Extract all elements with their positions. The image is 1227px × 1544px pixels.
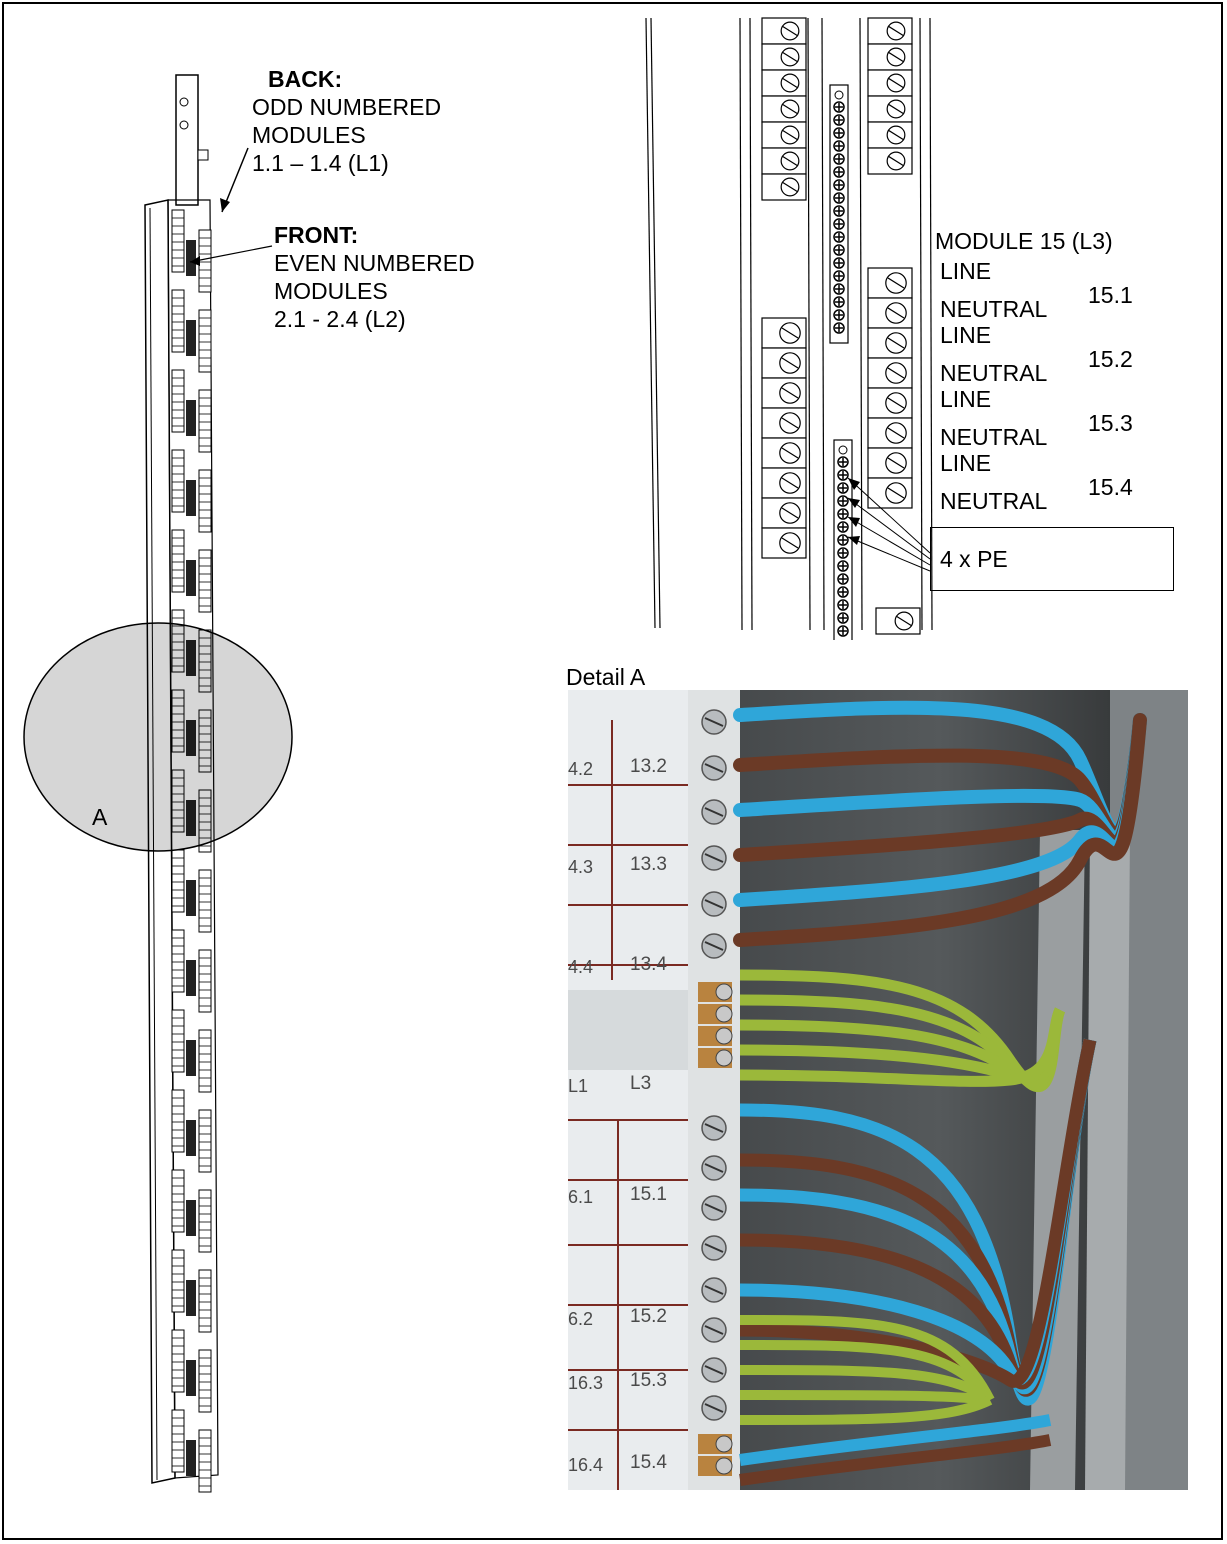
photo-label-col1: 16.3: [568, 1373, 604, 1393]
pe-label-box: [930, 527, 1174, 591]
row-1-id: 15.1: [1088, 282, 1133, 308]
front-heading: FRONT:: [274, 222, 359, 248]
row-2-id: 15.2: [1088, 346, 1133, 372]
photo-label-col1: 6.1: [568, 1187, 594, 1207]
terminal-rail-drawing: [23, 74, 293, 1493]
rail-terminal-group: [198, 1109, 212, 1173]
rail-pe-block: [186, 1200, 196, 1236]
row-4-neutral: NEUTRAL: [940, 488, 1048, 514]
row-3-neutral: NEUTRAL: [940, 424, 1048, 450]
rail-pe-block: [186, 560, 196, 596]
rail-terminal-group: [198, 389, 212, 453]
rail-pe-block: [186, 320, 196, 356]
rail-pe-block: [186, 240, 196, 276]
rail-terminal-group: [171, 1329, 185, 1393]
row-1-neutral: NEUTRAL: [940, 296, 1048, 322]
rail-pe-block: [186, 960, 196, 996]
row-3-line: LINE: [940, 386, 992, 412]
rail-terminal-group: [171, 929, 185, 993]
photo-label-col1: L1: [568, 1076, 589, 1096]
photo-label-col2: 15.1: [630, 1184, 667, 1205]
rail-pe-block: [186, 1360, 196, 1396]
row-4-id: 15.4: [1088, 474, 1133, 500]
back-heading: BACK:: [268, 66, 343, 92]
rail-terminal-group: [198, 1269, 212, 1333]
rail-pe-block: [186, 1120, 196, 1156]
rail-pe-block: [186, 640, 196, 676]
row-3-id: 15.3: [1088, 410, 1133, 436]
photo-label-col2: 13.4: [630, 954, 667, 975]
rail-pe-block: [186, 1040, 196, 1076]
rail-terminal-group: [171, 1409, 185, 1473]
photo-label-col2: L3: [630, 1073, 652, 1094]
rail-terminal-group: [198, 469, 212, 533]
rail-terminal-group: [198, 1429, 212, 1493]
rail-pe-block: [186, 880, 196, 916]
rail-terminal-group: [198, 1189, 212, 1253]
rail-terminal-group: [171, 1249, 185, 1313]
row-4-line: LINE: [940, 450, 992, 476]
rail-terminal-group: [171, 1009, 185, 1073]
rail-pe-block: [186, 400, 196, 436]
front-line-1: EVEN NUMBERED: [274, 250, 475, 276]
photo-label-col2: 13.2: [630, 756, 667, 777]
bracket-hole: [179, 97, 189, 107]
rail-terminal-group: [171, 849, 185, 913]
rail-terminal-group: [198, 549, 212, 613]
rail-terminal-group: [171, 1169, 185, 1233]
rail-terminal-group: [171, 209, 185, 273]
rail-terminal-group: [198, 869, 212, 933]
row-2-neutral: NEUTRAL: [940, 360, 1048, 386]
row-2-line: LINE: [940, 322, 992, 348]
detail-a-circle: [23, 622, 293, 852]
back-line-1: ODD NUMBERED: [252, 94, 442, 120]
rail-terminal-group: [198, 949, 212, 1013]
rail-pe-block: [186, 800, 196, 836]
photo-label-col1: 4.2: [568, 759, 594, 779]
rail-terminal-group: [198, 1349, 212, 1413]
rail-terminal-group: [171, 449, 185, 513]
rail-terminal-group: [171, 529, 185, 593]
photo-label-col2: 15.3: [630, 1370, 667, 1391]
back-line-2: MODULES: [252, 122, 366, 148]
photo-label-col2: 15.4: [630, 1452, 667, 1473]
photo-label-col1: 16.4: [568, 1455, 604, 1475]
rail-pe-block: [186, 1440, 196, 1476]
detail-marker-label: A: [92, 804, 108, 830]
front-leader-line: [189, 245, 273, 263]
rail-terminal-group: [198, 309, 212, 373]
rail-terminal-group: [198, 1029, 212, 1093]
rail-terminal-blocks: [171, 209, 212, 1493]
rail-terminal-group: [171, 1089, 185, 1153]
back-line-3: 1.1 – 1.4 (L1): [252, 150, 389, 176]
photo-label-col2: 15.2: [630, 1306, 667, 1327]
photo-label-col1: 4.4: [568, 957, 594, 977]
front-line-3: 2.1 - 2.4 (L2): [274, 306, 406, 332]
rail-top-bracket: [175, 74, 199, 206]
rail-terminal-group: [171, 369, 185, 433]
photo-caption: Detail A: [566, 664, 646, 690]
rail-pe-block: [186, 1280, 196, 1316]
photo-label-col2: 13.3: [630, 854, 667, 875]
row-1-line: LINE: [940, 258, 992, 284]
bracket-hole: [179, 120, 189, 130]
rail-pe-block: [186, 720, 196, 756]
front-line-2: MODULES: [274, 278, 388, 304]
photo-label-col1: 4.3: [568, 857, 594, 877]
pe-label: 4 x PE: [940, 546, 1008, 572]
module-title: MODULE 15 (L3): [935, 228, 1113, 254]
rail-terminal-group: [198, 229, 212, 293]
photo-label-col1: 6.2: [568, 1309, 594, 1329]
rail-pe-block: [186, 480, 196, 516]
rail-terminal-group: [171, 289, 185, 353]
